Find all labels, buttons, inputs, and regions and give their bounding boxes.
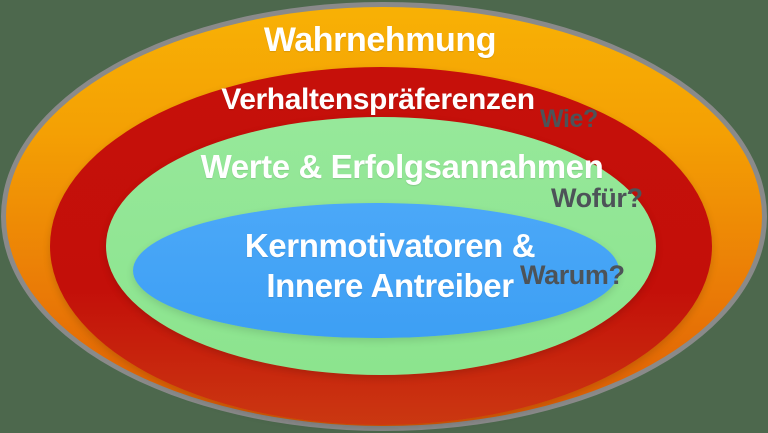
label-werte-erfolgsannahmen: Werte & Erfolgsannahmen <box>200 148 604 185</box>
label-kernmotivatoren-line2: Innere Antreiber <box>266 267 514 304</box>
label-kernmotivatoren: Kernmotivatoren & Innere Antreiber <box>140 226 640 306</box>
question-warum: Warum? <box>520 260 625 290</box>
label-wahrnehmung: Wahrnehmung <box>263 21 497 59</box>
label-verhaltenspraeferenzen: Verhaltenspräferenzen <box>221 83 535 116</box>
question-wie: Wie? <box>540 105 598 133</box>
label-kernmotivatoren-line1: Kernmotivatoren & <box>244 227 536 264</box>
ring-kernmotivatoren-ellipse <box>133 203 619 338</box>
question-wofuer: Wofür? <box>551 183 643 213</box>
